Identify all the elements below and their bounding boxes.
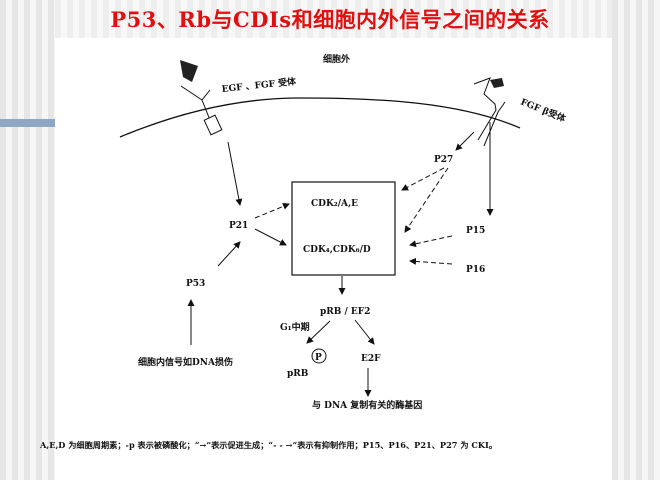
label-dna-damage: 细胞内信号如DNA损伤 [138, 356, 233, 368]
inhibit-p21-cdk2 [254, 203, 290, 219]
accent-bar [0, 119, 56, 127]
label-genes: 与 DNA 复制有关的酶基因 [312, 399, 422, 411]
label-p21: P21 [229, 221, 248, 231]
label-cdk2: CDK₂/A,E [311, 199, 358, 209]
arrow-receptor-p27 [455, 131, 475, 151]
cdk-box [291, 181, 396, 276]
right-stripe-band [612, 0, 660, 480]
right-receptor [473, 77, 506, 147]
arrow-prb-phospho [306, 320, 331, 344]
label-p27: P27 [434, 155, 453, 165]
label-p-circle: P [315, 353, 322, 363]
inhibit-p27-cdk46 [404, 167, 449, 233]
cell-membrane [119, 97, 521, 138]
label-prb-ef2: pRB / EF2 [320, 307, 370, 317]
label-e2f: E2F [361, 354, 381, 364]
inhibit-p15 [409, 235, 453, 248]
ligand-icon [180, 60, 198, 82]
left-receptor [180, 85, 213, 126]
arrow-prb-e2f [354, 319, 375, 345]
arrow-receptor-p21 [227, 141, 243, 206]
label-cdk46: CDK₄,CDK₆/D [303, 245, 371, 255]
phosphate-circle-icon [311, 348, 327, 364]
left-stripe-band [0, 0, 55, 480]
label-p16: P16 [466, 265, 485, 275]
label-p15: P15 [466, 226, 485, 236]
label-p53: P53 [186, 279, 205, 289]
title-band [55, 0, 612, 38]
ligand-icon-right [490, 78, 504, 88]
inhibit-p16 [409, 257, 453, 265]
label-extracellular: 细胞外 [323, 53, 350, 65]
arrow-p53-p21 [217, 241, 241, 267]
slide-title: P53、Rb与CDIs和细胞内外信号之间的关系 [110, 7, 550, 32]
arrow-p21-cdk46 [254, 228, 287, 246]
footnote: A,E,D 为细胞周期素；-p 表示被磷酸化；“→”表示促进生成；“- - →”… [39, 440, 497, 451]
label-prb: pRB [287, 369, 309, 379]
left-receptor-box [203, 114, 223, 136]
label-g1: G₁中期 [280, 321, 310, 333]
